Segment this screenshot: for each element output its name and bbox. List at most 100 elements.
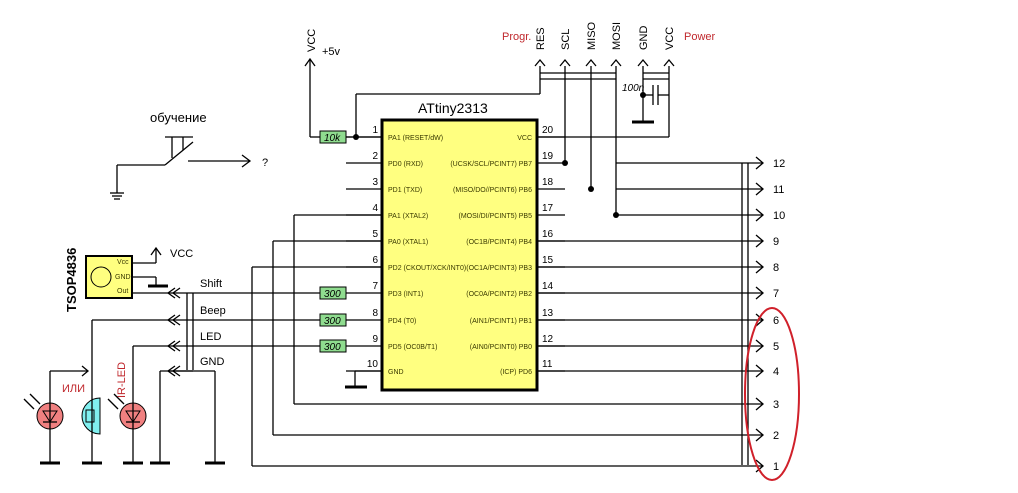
pin-label: (AIN0/PCINT0) PB0 — [470, 344, 532, 351]
resistor — [319, 286, 347, 300]
progr-label: Progr. — [502, 31, 531, 43]
buzzer-icon — [81, 397, 101, 435]
learn-button: обучение ? — [110, 110, 268, 200]
pin-number: 3 — [372, 177, 378, 188]
pin-number: 19 — [542, 151, 554, 162]
resistor-value: 300 — [324, 342, 341, 353]
header-arrow-icon — [637, 58, 649, 67]
reset-pullup: VCC +5v 10k — [304, 29, 541, 144]
ir-led-label: IR-LED — [116, 362, 128, 398]
arrow-icon — [241, 154, 252, 168]
button-target: ? — [262, 157, 268, 169]
pin-number: 11 — [542, 359, 553, 370]
pin-number: 12 — [542, 334, 554, 345]
output-number: 10 — [773, 210, 785, 222]
output-number: 1 — [773, 461, 779, 473]
output-arrow-icon — [755, 339, 764, 353]
pin-label: PD1 (TXD) — [388, 187, 422, 194]
pin-number: 6 — [372, 255, 378, 266]
pin-label: (MOSI/DI/PCINT5) PB5 — [458, 213, 532, 220]
output-number: 5 — [773, 341, 779, 353]
pin-label: (ICP) PD6 — [500, 369, 532, 376]
highlight-ellipse — [744, 307, 800, 481]
output-arrow-icon — [755, 313, 764, 327]
pin-label: GND — [388, 369, 404, 376]
output-number: 6 — [773, 315, 779, 327]
pin-number: 2 — [372, 151, 378, 162]
output-devices: ИЛИ IR-LED — [23, 319, 225, 465]
pin-label: VCC — [517, 135, 532, 142]
pin-number: 16 — [542, 229, 554, 240]
output-arrow-icon — [755, 428, 764, 442]
output-arrow-icon — [755, 397, 764, 411]
output-arrow-icon — [755, 182, 764, 196]
output-number: 9 — [773, 236, 779, 248]
pin-label: PD2 (CKOUT/XCK/INT0) — [388, 265, 466, 272]
pin-number: 5 — [372, 229, 378, 240]
header-pin-label: VCC — [664, 27, 676, 50]
header-pin-label: MISO — [586, 21, 598, 50]
pin-label: (OC0A/PCINT2) PB2 — [466, 291, 532, 298]
header-arrow-icon — [559, 58, 571, 67]
power-label: Power — [684, 31, 716, 43]
pullup-value: 10k — [324, 133, 341, 144]
pin-label: PD3 (INT1) — [388, 291, 423, 298]
pin-number: 14 — [542, 281, 554, 292]
output-number: 8 — [773, 262, 779, 274]
header-pin-label: RES — [535, 27, 547, 50]
chip-name: ATtiny2313 — [418, 100, 488, 116]
output-arrow-icon — [755, 260, 764, 274]
pin-number: 17 — [542, 203, 554, 214]
sensor-pin-gnd: GND — [115, 274, 131, 281]
chip-body — [380, 118, 539, 392]
signal-label: Shift — [200, 278, 222, 290]
sensor-pin-out: Out — [117, 288, 128, 295]
output-arrow-icon — [755, 364, 764, 378]
header-pin-label: GND — [638, 26, 650, 51]
pin-label: PD4 (T0) — [388, 318, 416, 325]
pin-label: PD5 (OC0B/T1) — [388, 344, 437, 351]
resistor — [319, 313, 347, 327]
output-number: 4 — [773, 366, 779, 378]
voltage-label: +5v — [322, 46, 341, 58]
resistor — [319, 339, 347, 353]
header-arrow-icon — [663, 58, 675, 67]
header-arrow-icon — [610, 58, 622, 67]
pin-label: (UCSK/SCL/PCINT7) PB7 — [450, 161, 532, 168]
pin-number: 13 — [542, 308, 554, 319]
pin-number: 1 — [372, 125, 378, 136]
ir-receiver: TSOP4836 Vcc GND Out VCC — [64, 246, 193, 312]
output-number: 12 — [773, 158, 785, 170]
output-number: 2 — [773, 430, 779, 442]
output-number: 7 — [773, 288, 779, 300]
output-arrow-icon — [755, 156, 764, 170]
header-pin-label: MOSI — [611, 22, 623, 50]
pin-label: (AIN1/PCINT1) PB1 — [470, 318, 532, 325]
or-label: ИЛИ — [62, 383, 85, 395]
sensor-pin-vcc: Vcc — [117, 259, 129, 266]
output-arrow-icon — [755, 286, 764, 300]
pin-label: PA1 (RESET/dW) — [388, 135, 443, 142]
output-arrow-icon — [755, 208, 764, 222]
output-number: 11 — [773, 184, 784, 196]
sensor-vcc-label: VCC — [170, 248, 193, 260]
pin-label: PA1 (XTAL2) — [388, 213, 428, 220]
pin-label: PA0 (XTAL1) — [388, 239, 428, 246]
output-number: 3 — [773, 399, 779, 411]
output-bus: 12 11 10 9 8 7 6 5 4 3 2 1 — [537, 156, 785, 473]
sensor-name: TSOP4836 — [64, 248, 79, 312]
pin-number: 10 — [367, 359, 379, 370]
vcc-label: VCC — [306, 29, 318, 52]
header-pin-label: SCL — [560, 29, 572, 50]
pin-number: 15 — [542, 255, 554, 266]
pin-label: PD0 (RXD) — [388, 161, 423, 168]
signal-label: LED — [200, 331, 221, 343]
pin-label: (OC1B/PCINT4) PB4 — [466, 239, 532, 246]
pin-number: 7 — [372, 281, 378, 292]
pin-number: 20 — [542, 125, 554, 136]
signal-label: GND — [200, 356, 225, 368]
header-arrow-icon — [585, 58, 597, 67]
